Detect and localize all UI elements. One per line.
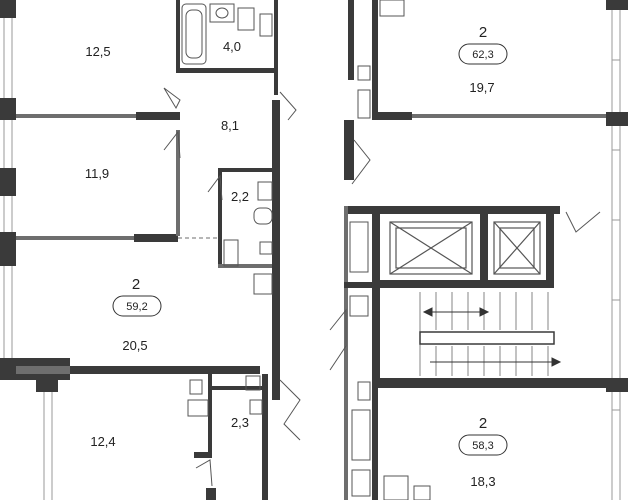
staircase [419, 292, 555, 376]
room-area-2-2: 2,2 [231, 189, 249, 204]
apartment-total-area: 62,3 [472, 49, 493, 61]
apartment-rooms-count: 2 [132, 276, 140, 293]
stair-arrows [422, 307, 562, 367]
apartment-badge-bottom-right[interactable]: 2 58,3 [458, 415, 508, 456]
apartment-rooms-count: 2 [479, 415, 487, 432]
apartment-total-area: 58,3 [472, 440, 493, 452]
left-apartment-walls [16, 0, 280, 500]
room-area-2-3: 2,3 [231, 415, 249, 430]
right-facade [611, 0, 621, 500]
room-area-19-7: 19,7 [469, 80, 494, 95]
left-facade-piers [0, 0, 70, 392]
apartment-rooms-count: 2 [479, 24, 487, 41]
apartment-total-area: 59,2 [126, 301, 147, 313]
room-area-4-0: 4,0 [223, 39, 241, 54]
right-facade-piers [606, 0, 628, 392]
room-area-11-9: 11,9 [85, 166, 109, 181]
room-area-18-3: 18,3 [470, 474, 495, 489]
room-area-12-4: 12,4 [90, 434, 115, 449]
right-apartment-walls [344, 0, 606, 500]
room-area-8-1: 8,1 [221, 118, 239, 133]
room-area-20-5: 20,5 [122, 338, 147, 353]
elevator-shafts [389, 221, 541, 275]
plumbing-fixtures [181, 0, 431, 500]
room-area-12-5: 12,5 [85, 44, 110, 59]
apartment-badge-top-right[interactable]: 2 62,3 [458, 24, 508, 65]
door-swings [163, 87, 601, 487]
apartment-badge-left[interactable]: 2 59,2 [112, 276, 162, 317]
